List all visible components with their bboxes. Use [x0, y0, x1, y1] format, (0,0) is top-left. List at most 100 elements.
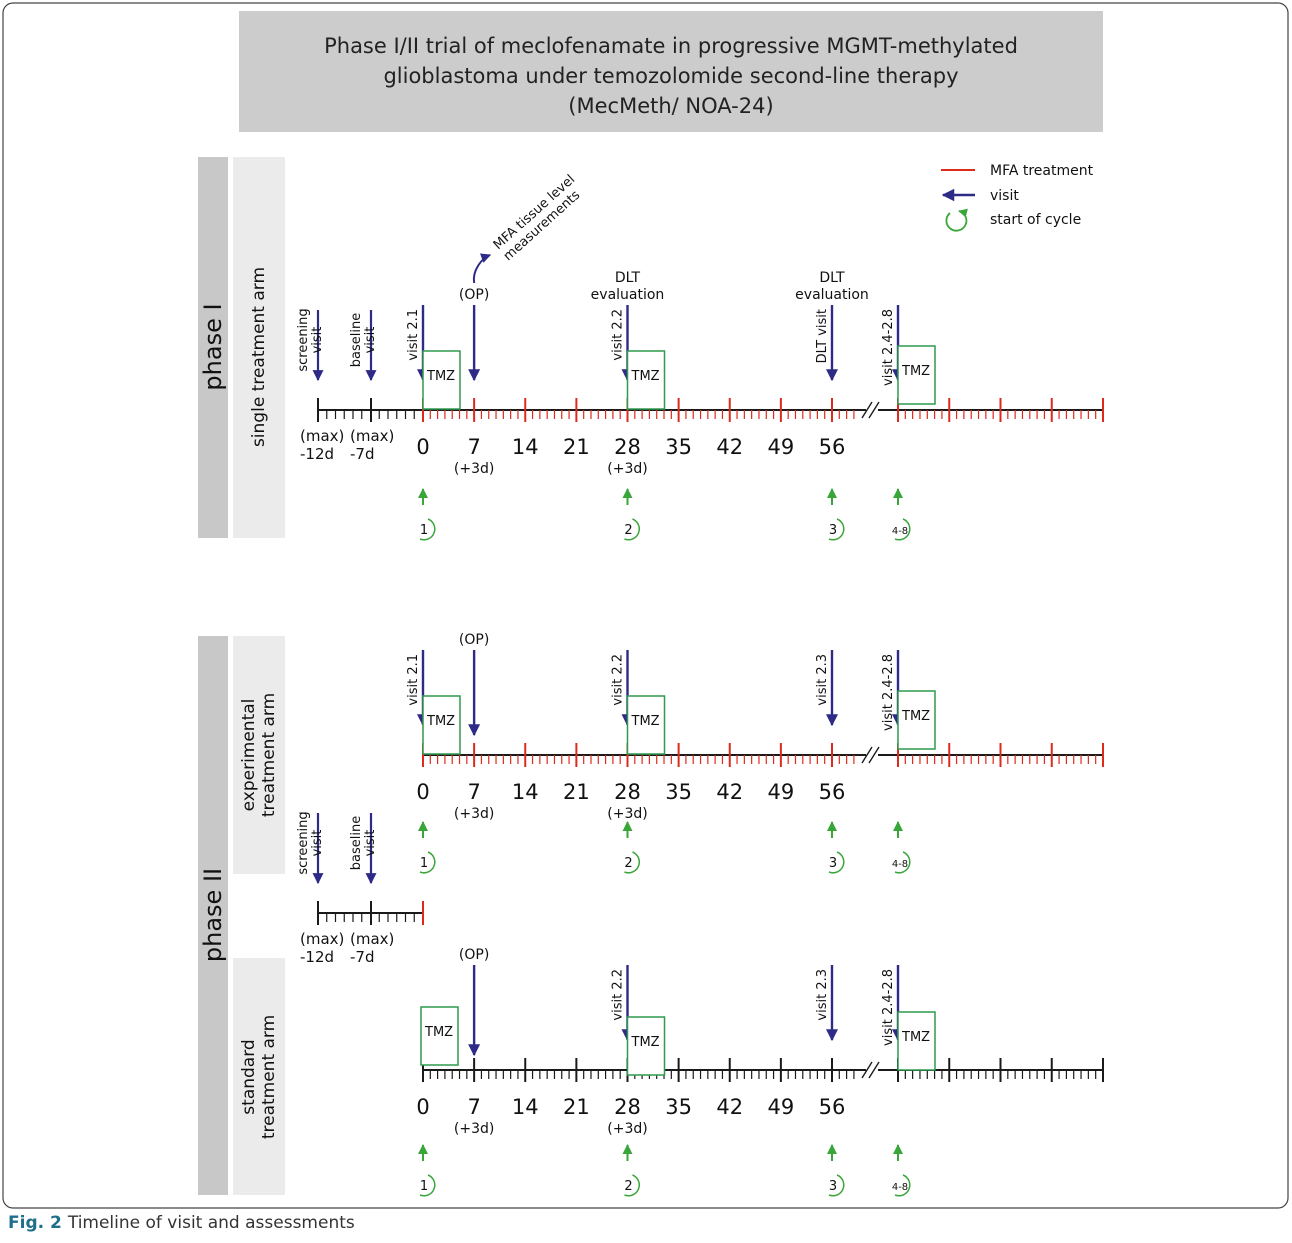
visit-2-3-label: visit 2.3	[815, 969, 830, 1021]
arm-label-standard: standardtreatment arm	[239, 1015, 279, 1139]
tmz-label: TMZ	[426, 714, 455, 729]
cycle-circle-icon	[894, 851, 911, 874]
day-7-window-label: (+3d)	[454, 1121, 494, 1137]
visit-2-2-label: visit 2.2	[611, 969, 626, 1021]
cycle-circle-icon	[419, 518, 436, 541]
tmz-label: TMZ	[901, 1030, 930, 1045]
day-tick-label: 28	[614, 780, 641, 804]
tmz-box	[422, 350, 461, 410]
visit-2-2-label: visit 2.2	[611, 654, 626, 706]
figure-border	[2, 2, 1289, 1209]
tmz-box	[626, 1016, 666, 1076]
day-tick-label: 56	[819, 1095, 846, 1119]
day-tick-label: 7	[467, 435, 480, 459]
day-28-window-label: (+3d)	[607, 806, 647, 822]
pre-label-minus7: (max)-7d	[350, 930, 394, 966]
cycle-number: 4-8	[892, 526, 908, 537]
phase-2-standard-band	[233, 958, 285, 1195]
day-tick-label: 28	[614, 1095, 641, 1119]
cycle-number: 2	[624, 1179, 632, 1194]
day-tick-label: 14	[512, 1095, 539, 1119]
tmz-box	[897, 690, 936, 750]
dlt-visit-label: DLT visit	[815, 309, 830, 363]
day-tick-label: 14	[512, 435, 539, 459]
tmz-label: TMZ	[631, 714, 660, 729]
cycle-number: 1	[420, 1179, 428, 1194]
phase-1-band	[198, 157, 228, 538]
cycle-number: 1	[420, 856, 428, 871]
cycle-circle-icon	[828, 518, 845, 541]
figure-caption-text: Timeline of visit and assessments	[67, 1213, 355, 1233]
arm-label-experimental: experimentaltreatment arm	[239, 693, 279, 817]
visit-2-1-label: visit 2.1	[406, 654, 421, 706]
tmz-box	[420, 1006, 459, 1066]
screening-visit-label: screeningvisit	[296, 811, 325, 874]
cycle-circle-icon	[894, 518, 911, 541]
cycle-number: 2	[624, 523, 632, 538]
baseline-visit-label: baselinevisit	[349, 313, 378, 367]
day-tick-label: 35	[665, 1095, 692, 1119]
legend-cycle-icon	[945, 208, 968, 232]
day-tick-label: 21	[563, 780, 590, 804]
cycle-number: 4-8	[892, 1182, 908, 1193]
day-7-window-label: (+3d)	[454, 806, 494, 822]
tmz-label: TMZ	[631, 369, 660, 384]
cycle-number: 3	[829, 523, 837, 538]
tmz-box	[626, 695, 666, 755]
day-tick-label: 28	[614, 435, 641, 459]
day-7-window-label: (+3d)	[454, 461, 494, 477]
day-tick-label: 0	[416, 435, 429, 459]
pre-label-minus7: (max)-7d	[350, 427, 394, 463]
day-tick-label: 35	[665, 435, 692, 459]
day-tick-label: 7	[467, 1095, 480, 1119]
pre-label-minus12: (max)-12d	[300, 930, 344, 966]
pre-label-minus12: (max)-12d	[300, 427, 344, 463]
day-28-window-label: (+3d)	[607, 461, 647, 477]
axis-break-mark	[861, 401, 873, 419]
legend-visit-label: visit	[990, 188, 1019, 204]
tmz-label: TMZ	[901, 709, 930, 724]
phase-2-band	[198, 636, 228, 1195]
legend-cycle-label: start of cycle	[990, 212, 1081, 228]
cycle-number: 3	[829, 856, 837, 871]
cycle-number: 1	[420, 523, 428, 538]
day-28-window-label: (+3d)	[607, 1121, 647, 1137]
tmz-label: TMZ	[631, 1035, 660, 1050]
day-tick-label: 21	[563, 1095, 590, 1119]
cycle-circle-icon	[624, 1174, 641, 1197]
axis-break-mark	[868, 401, 880, 419]
visit-2-1-label: visit 2.1	[406, 309, 421, 361]
day-tick-label: 0	[416, 1095, 429, 1119]
axis-break-mark	[861, 1061, 873, 1079]
day-tick-label: 14	[512, 780, 539, 804]
op-visit-label: (OP)	[459, 632, 489, 648]
phase-1-arm-band	[233, 157, 285, 538]
axis-break-mark	[861, 746, 873, 764]
op-visit-label: (OP)	[459, 947, 489, 963]
visit-2-3-label: visit 2.3	[815, 654, 830, 706]
cycle-circle-icon	[624, 851, 641, 874]
cycle-circle-icon	[828, 851, 845, 874]
baseline-visit-label: baselinevisit	[349, 816, 378, 870]
day-tick-label: 35	[665, 780, 692, 804]
visit-2-4-2-8-label: visit 2.4-2.8	[881, 654, 896, 731]
figure-title-line-2: glioblastoma under temozolomide second-l…	[383, 64, 958, 88]
tmz-label: TMZ	[901, 364, 930, 379]
phase-2-experimental-band	[233, 636, 285, 874]
phase-1-label: phase I	[199, 303, 227, 390]
day-tick-label: 7	[467, 780, 480, 804]
tissue-measurement-arrow	[472, 253, 492, 284]
axis-break-mark	[868, 746, 880, 764]
cycle-circle-icon	[419, 1174, 436, 1197]
day-tick-label: 49	[768, 780, 795, 804]
tmz-box	[897, 1011, 936, 1071]
cycle-number: 4-8	[892, 859, 908, 870]
